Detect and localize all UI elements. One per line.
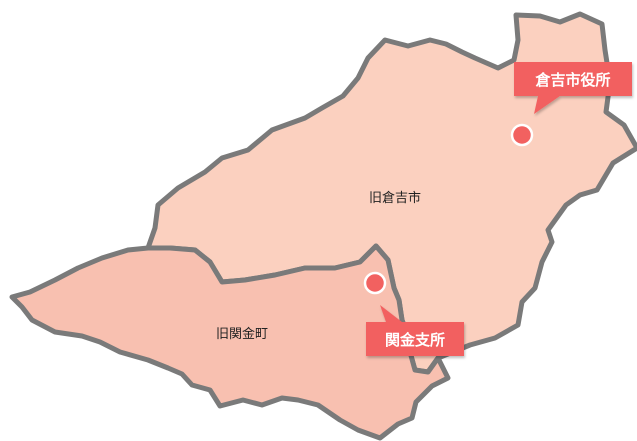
- city-hall-callout[interactable]: 倉吉市役所: [514, 62, 632, 114]
- region-label-kurayoshi: 旧倉吉市: [369, 190, 421, 206]
- branch-office-callout-label: 関金支所: [385, 331, 445, 349]
- city-hall-callout-label: 倉吉市役所: [534, 71, 610, 89]
- branch-office-callout-box: [366, 305, 464, 356]
- branch-office-marker[interactable]: [363, 271, 387, 295]
- city-hall-marker[interactable]: [510, 123, 534, 147]
- region-label-sekigane: 旧関金町: [216, 326, 268, 342]
- city-hall-callout-box: [514, 62, 632, 114]
- branch-office-callout[interactable]: 関金支所: [366, 305, 464, 356]
